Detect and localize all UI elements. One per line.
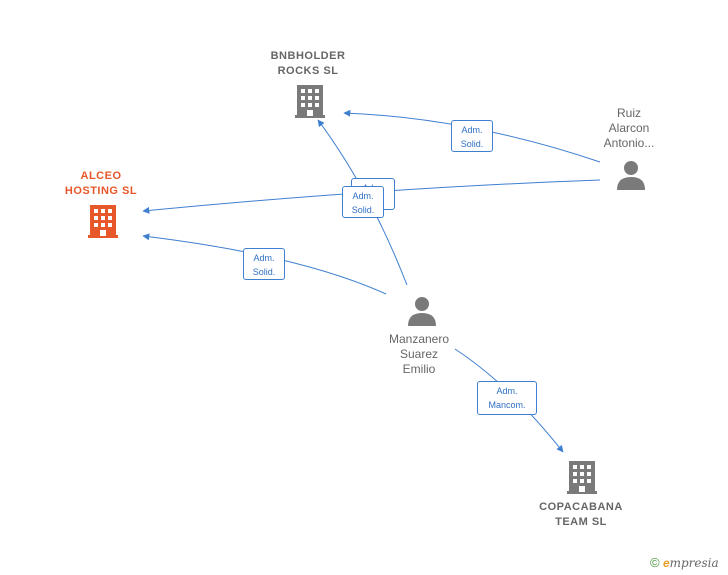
- edge-label-manzanero-copacabana[interactable]: Adm. Mancom.: [477, 381, 537, 415]
- node-label-ruiz[interactable]: Ruiz Alarcon Antonio...: [603, 106, 655, 150]
- building-icon[interactable]: [295, 85, 325, 118]
- edge-label-manzanero-alceo[interactable]: Adm. Solid.: [243, 248, 285, 280]
- edge-label-ruiz-bnbholder[interactable]: Adm. Solid.: [451, 120, 493, 152]
- edge-label-manzanero-bnbholder[interactable]: Adm. Solid.: [342, 186, 384, 218]
- empresia-logo: © empresia: [650, 555, 719, 570]
- copyright-symbol: ©: [650, 555, 660, 570]
- brand-name: mpresia: [669, 556, 719, 570]
- person-icon[interactable]: [408, 297, 436, 326]
- node-label-manzanero[interactable]: Manzanero Suarez Emilio: [388, 332, 450, 376]
- building-icon[interactable]: [88, 205, 118, 238]
- person-icon[interactable]: [617, 161, 645, 190]
- building-icon[interactable]: [567, 461, 597, 494]
- node-label-alceo[interactable]: ALCEO HOSTING SL: [64, 170, 138, 197]
- node-label-bnbholder[interactable]: BNBHOLDER ROCKS SL: [270, 50, 346, 77]
- brand-initial: e: [662, 556, 670, 570]
- node-label-copacabana[interactable]: COPACABANA TEAM SL: [539, 501, 623, 528]
